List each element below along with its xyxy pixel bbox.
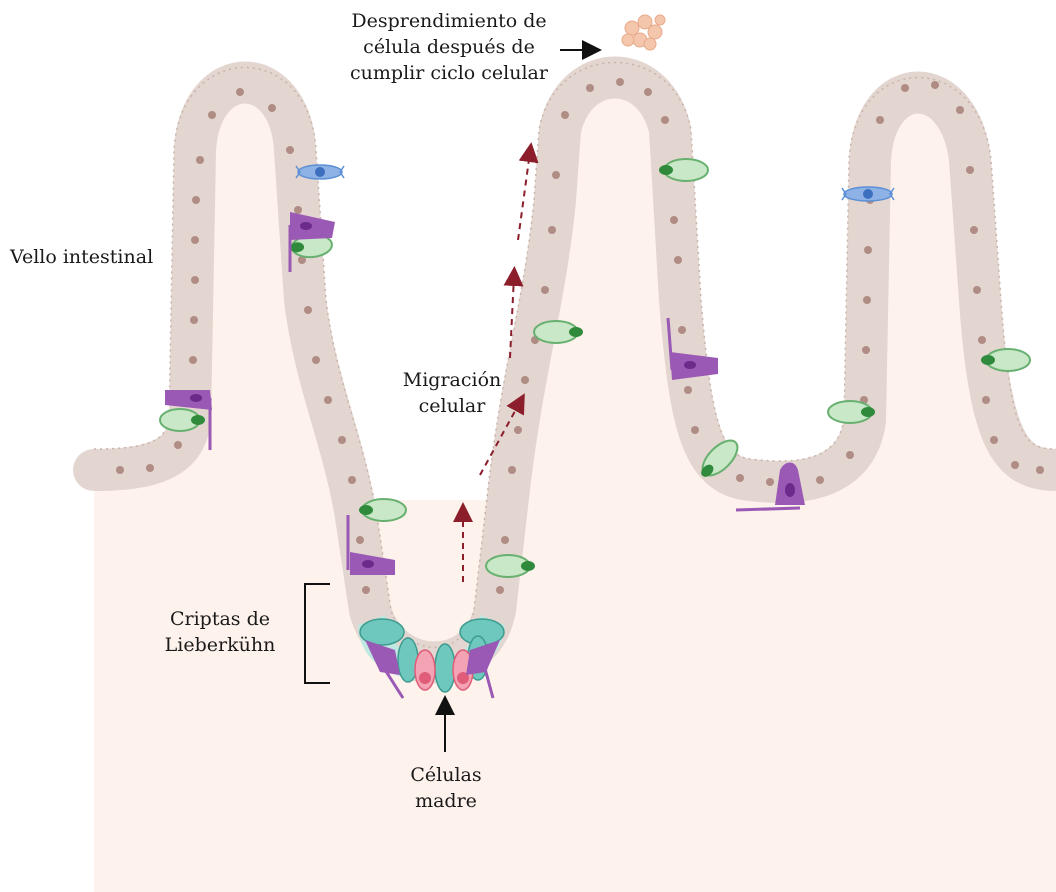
migration-label-line-1: Migración [403, 367, 502, 393]
villus-label: Vello intestinal [10, 244, 153, 270]
migration-label: Migración celular [403, 367, 502, 419]
stem-cells-label-line-1: Células [410, 762, 481, 788]
stem-cells-label-line-2: madre [410, 788, 481, 814]
detachment-label-line-3: cumplir ciclo celular [350, 60, 548, 86]
shed-cell-icon [622, 15, 665, 50]
enteroendocrine-cell-icon [842, 187, 894, 201]
crypts-label-line-1: Criptas de [165, 606, 276, 632]
enteroendocrine-cell-icon [296, 165, 344, 179]
crypts-label: Criptas de Lieberkühn [165, 606, 276, 658]
detachment-label: Desprendimiento de célula después de cum… [350, 8, 548, 86]
crypts-label-line-2: Lieberkühn [165, 632, 276, 658]
stem-cells-label: Células madre [410, 762, 481, 814]
detachment-label-line-1: Desprendimiento de [350, 8, 548, 34]
stem-cell-icon [435, 644, 455, 692]
migration-label-line-2: celular [403, 393, 502, 419]
detachment-label-line-2: célula después de [350, 34, 548, 60]
